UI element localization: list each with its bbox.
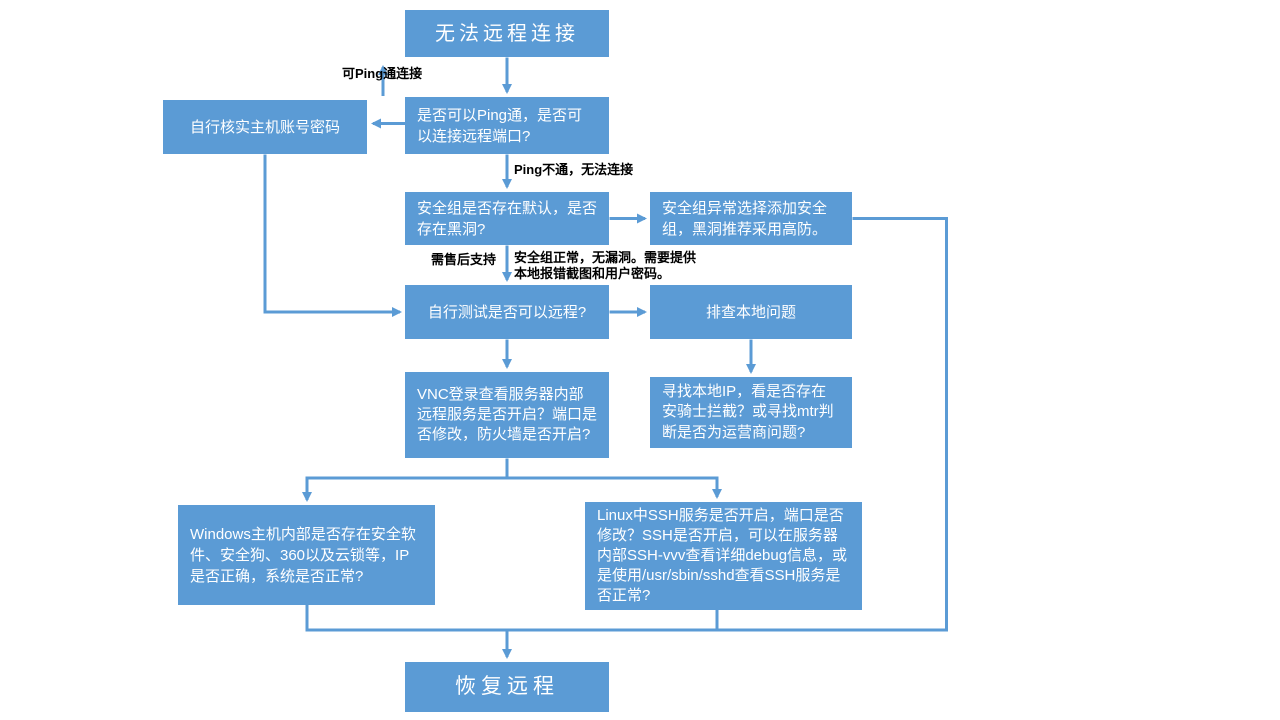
edge-verify-to-self-test	[263, 154, 402, 317]
node-verify-account: 自行核实主机账号密码	[163, 100, 367, 154]
node-local-ip: 寻找本地IP，看是否存在安骑士拦截？或寻找mtr判断是否为运营商问题?	[650, 377, 852, 448]
node-start: 无法远程连接	[405, 10, 609, 57]
node-self-test: 自行测试是否可以远程?	[405, 285, 609, 339]
edge-label-ping-ok: 可Ping通连接	[342, 66, 423, 81]
node-windows: Windows主机内部是否存在安全软件、安全狗、360以及云锁等，IP是否正确，…	[178, 505, 435, 605]
node-local-issue: 排查本地问题	[650, 285, 852, 339]
edge-label-after-sales: 需售后支持	[431, 252, 497, 267]
node-security-group: 安全组是否存在默认，是否存在黑洞?	[405, 192, 609, 245]
node-vnc: VNC登录查看服务器内部远程服务是否开启？端口是否修改，防火墙是否开启?	[405, 372, 609, 458]
edge-label-ping-fail: Ping不通，无法连接	[514, 162, 634, 177]
node-ping-check: 是否可以Ping通，是否可以连接远程端口?	[405, 97, 609, 154]
node-sg-abnormal: 安全组异常选择添加安全组，黑洞推荐采用高防。	[650, 192, 852, 245]
edge-abnormal-to-merge-rail	[852, 217, 948, 632]
node-recover: 恢复远程	[405, 662, 609, 712]
edge-label-sg-normal: 安全组正常，无漏洞。需要提供本地报错截图和用户密码。	[514, 250, 697, 282]
node-linux: Linux中SSH服务是否开启，端口是否修改？SSH是否开启，可以在服务器内部S…	[585, 502, 862, 610]
edge-vnc-split-bar	[305, 458, 719, 480]
